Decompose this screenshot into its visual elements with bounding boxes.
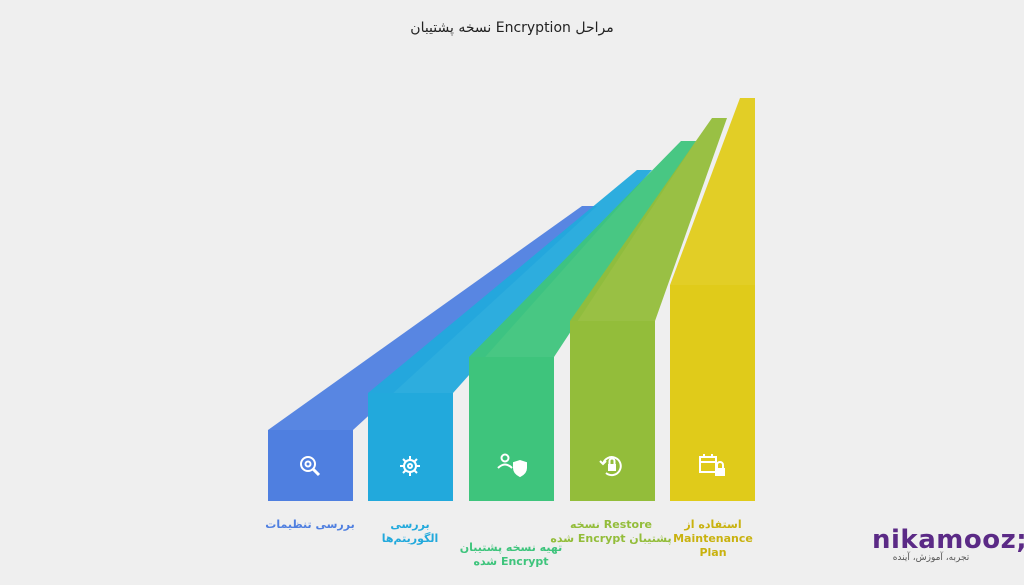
gear-icon xyxy=(400,456,420,476)
step-1 xyxy=(268,206,597,501)
brand-tagline: تجربه، آموزش، آینده xyxy=(892,553,970,563)
step-5-label: استفاده از Maintenance Plan xyxy=(673,518,753,559)
step-3-box xyxy=(469,357,554,501)
step-1-ramp xyxy=(268,206,597,430)
step-4 xyxy=(570,118,727,501)
step-1-label: بررسی تنظیمات xyxy=(265,518,355,531)
step-5 xyxy=(670,98,755,501)
step-5-box xyxy=(670,285,755,501)
step-4-box xyxy=(570,321,655,501)
page-title: مراحل Encryption نسخه پشتیبان xyxy=(410,20,614,36)
step-5-ramp xyxy=(670,98,755,285)
step-2-box xyxy=(368,393,453,501)
step-3 xyxy=(469,141,696,501)
step-2 xyxy=(368,170,652,501)
brand-name: nikamooz; xyxy=(872,525,1024,555)
step-2-ramp xyxy=(368,170,652,393)
lock-refresh-icon xyxy=(599,456,622,477)
step-2-label: بررسی الگوریتم‌ها xyxy=(381,518,439,545)
step-3-ramp xyxy=(469,141,696,357)
step-4-ramp xyxy=(570,118,727,321)
user-shield-icon xyxy=(497,453,527,478)
calendar-lock-icon xyxy=(699,454,725,476)
step-3-label: تهیه نسخه پشتیبان Encrypt شده xyxy=(459,541,563,568)
magnifier-gear-icon xyxy=(300,456,321,477)
brand-logo: nikamooz; تجربه، آموزش، آینده xyxy=(872,525,1024,563)
step-4-label: Restore نسخه پشتیبان Encrypt شده xyxy=(550,518,672,545)
